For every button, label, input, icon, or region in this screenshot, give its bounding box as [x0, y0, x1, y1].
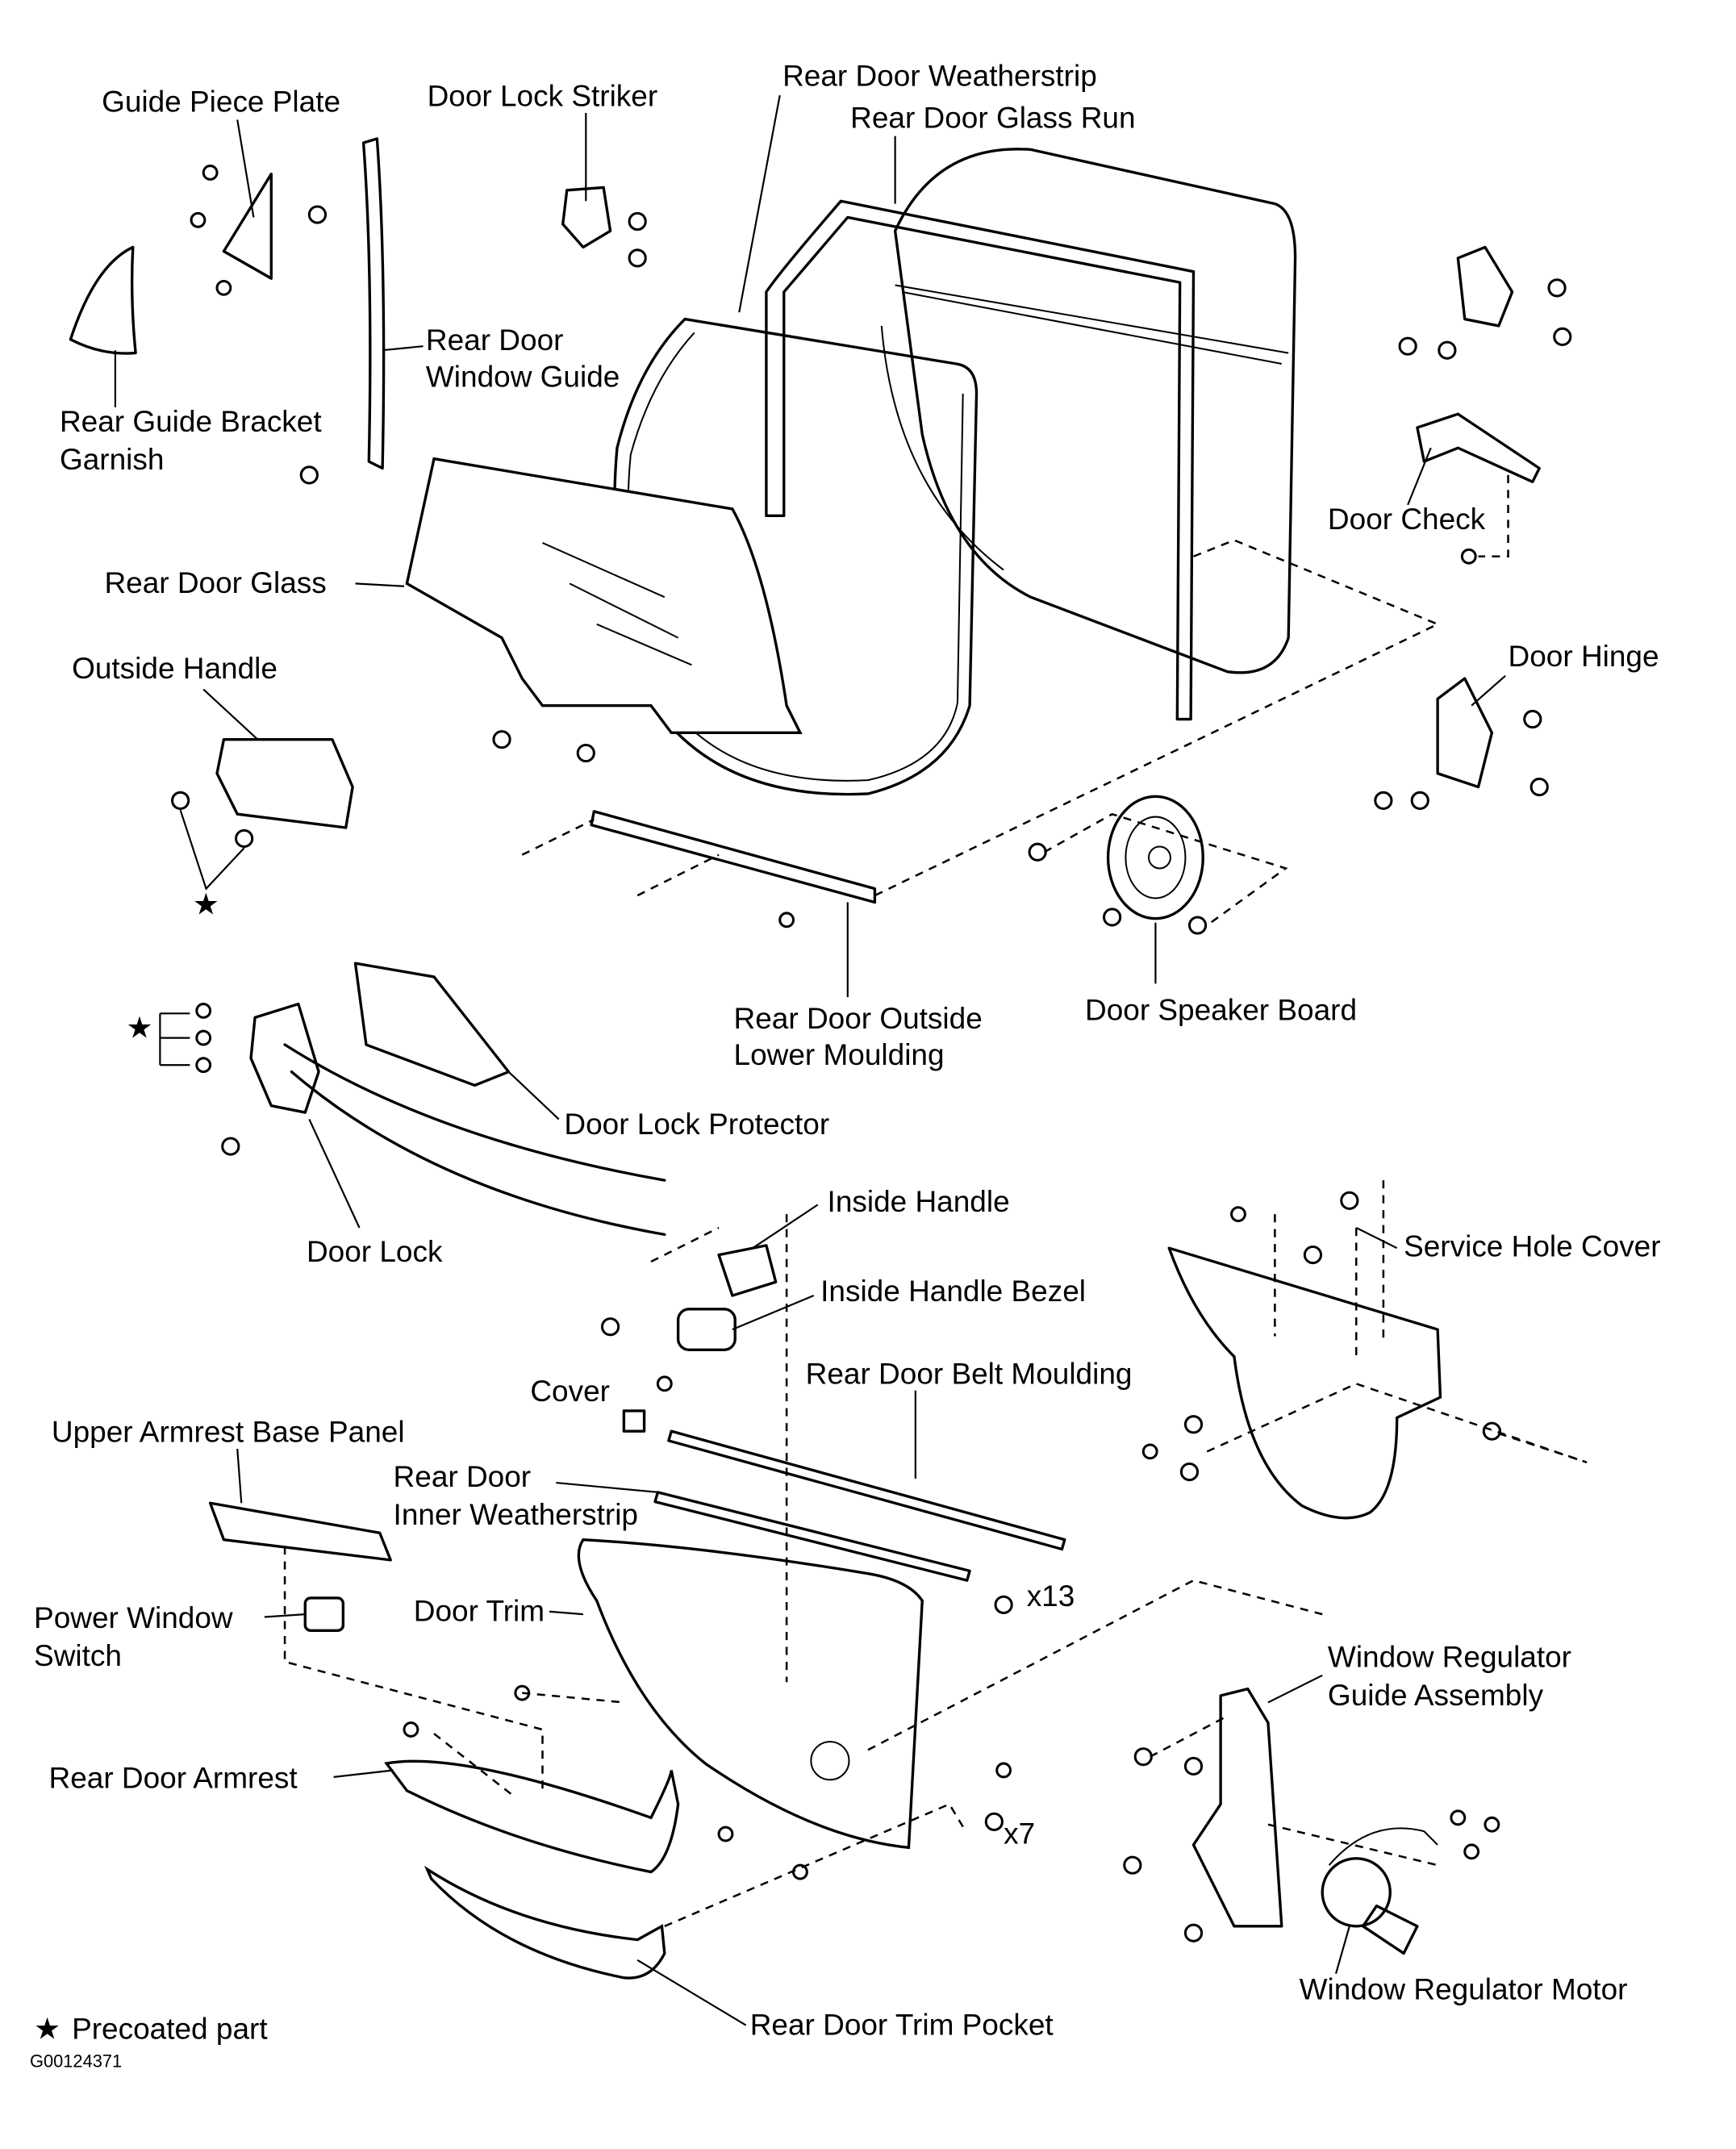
rear-door-glass-part [405, 457, 803, 735]
label-rear-door-window-guide: Rear Door [426, 323, 564, 357]
label-cover: Cover [530, 1375, 610, 1408]
label-power-window-switch: Power Window [34, 1601, 233, 1634]
label-rear-door-window-guide: Window Guide [426, 361, 620, 394]
label-rear-guide-bracket-garnish: Garnish [60, 443, 164, 476]
label-rear-door-outside-lower-moulding: Rear Door Outside [734, 1002, 983, 1035]
rear-door-belt-moulding-part [667, 1429, 1066, 1551]
label-rear-door-outside-lower-moulding: Lower Moulding [734, 1038, 945, 1071]
rear-door-glass-run-part [765, 199, 1196, 721]
figure-code: G00124371 [30, 2051, 122, 2072]
label-rear-door-armrest: Rear Door Armrest [49, 1761, 298, 1794]
label-door-trim: Door Trim [414, 1595, 545, 1628]
label-rear-door-belt-moulding: Rear Door Belt Moulding [806, 1357, 1133, 1390]
star-icon: ★ [193, 888, 219, 921]
bolts [171, 165, 1572, 1942]
label-clips-x13: x13 [1027, 1579, 1075, 1613]
label-door-speaker-board: Door Speaker Board [1085, 994, 1357, 1027]
door-hinge-upper-part [1456, 245, 1514, 328]
star-icon: ★ [126, 1012, 152, 1045]
star-icon: ★ [34, 2012, 61, 2045]
label-window-regulator-guide-assembly: Window Regulator [1328, 1641, 1571, 1674]
inside-handle-part [717, 1244, 778, 1297]
rear-door-weatherstrip-part [613, 317, 979, 796]
door-speaker-board-part [1106, 795, 1204, 920]
label-door-hinge: Door Hinge [1509, 640, 1659, 673]
rear-door-outside-lower-moulding-part [590, 810, 877, 904]
label-inside-handle-bezel: Inside Handle Bezel [820, 1275, 1086, 1308]
label-rear-door-trim-pocket: Rear Door Trim Pocket [750, 2008, 1054, 2041]
label-rear-door-glass-run: Rear Door Glass Run [850, 101, 1135, 134]
power-window-switch-part [303, 1596, 345, 1632]
door-lock-striker-part [561, 186, 612, 249]
label-inside-handle: Inside Handle [828, 1185, 1010, 1218]
rear-door-trim-pocket-part [424, 1865, 666, 1980]
label-guide-piece-plate: Guide Piece Plate [102, 85, 340, 118]
service-hole-cover-part [1167, 1246, 1442, 1520]
label-window-regulator-guide-assembly: Guide Assembly [1328, 1679, 1544, 1712]
inside-handle-bezel-part [676, 1308, 737, 1351]
door-frame [880, 148, 1297, 674]
part-labels: Guide Piece Plate Door Lock Striker Rear… [34, 59, 1661, 2041]
door-lock-cables [283, 1043, 666, 1237]
guide-piece-plate-part [222, 172, 273, 280]
label-service-hole-cover: Service Hole Cover [1404, 1229, 1660, 1262]
cover-part [622, 1409, 646, 1433]
label-door-lock-striker: Door Lock Striker [428, 80, 658, 113]
alignment-lines [283, 474, 1588, 1927]
door-lock-part [249, 1002, 320, 1114]
door-check-part [1416, 412, 1541, 483]
rear-guide-bracket-garnish-part [69, 245, 137, 355]
label-outside-handle: Outside Handle [72, 652, 278, 685]
door-hinge-part [1436, 677, 1494, 789]
label-window-regulator-motor: Window Regulator Motor [1300, 1973, 1628, 2006]
label-rear-door-inner-weatherstrip: Inner Weatherstrip [394, 1498, 638, 1531]
outside-handle-part [215, 738, 354, 829]
label-door-lock-protector: Door Lock Protector [564, 1108, 829, 1141]
label-upper-armrest-base-panel: Upper Armrest Base Panel [52, 1416, 405, 1449]
window-regulator-motor-part [1321, 1827, 1438, 1955]
label-power-window-switch: Switch [34, 1639, 122, 1672]
label-rear-door-inner-weatherstrip: Rear Door [394, 1460, 532, 1493]
door-trim-part [577, 1538, 924, 1850]
window-regulator-guide-assembly-part [1191, 1687, 1283, 1928]
rear-door-armrest-part [384, 1759, 680, 1874]
label-clips-x7: x7 [1004, 1817, 1035, 1850]
label-rear-door-weatherstrip: Rear Door Weatherstrip [782, 59, 1097, 92]
label-rear-guide-bracket-garnish: Rear Guide Bracket [60, 405, 322, 438]
door-lock-protector-part [353, 962, 511, 1087]
label-door-check: Door Check [1328, 503, 1486, 536]
legend: ★ Precoated part G00124371 [30, 2012, 268, 2071]
label-door-lock: Door Lock [307, 1235, 443, 1268]
upper-armrest-base-panel-part [208, 1501, 392, 1562]
label-rear-door-glass: Rear Door Glass [104, 566, 326, 599]
leader-lines [114, 94, 1506, 2026]
legend-precoated-text: Precoated part [72, 2012, 268, 2045]
rear-door-window-guide-part [361, 137, 386, 470]
rear-door-inner-weatherstrip-part [653, 1491, 971, 1582]
